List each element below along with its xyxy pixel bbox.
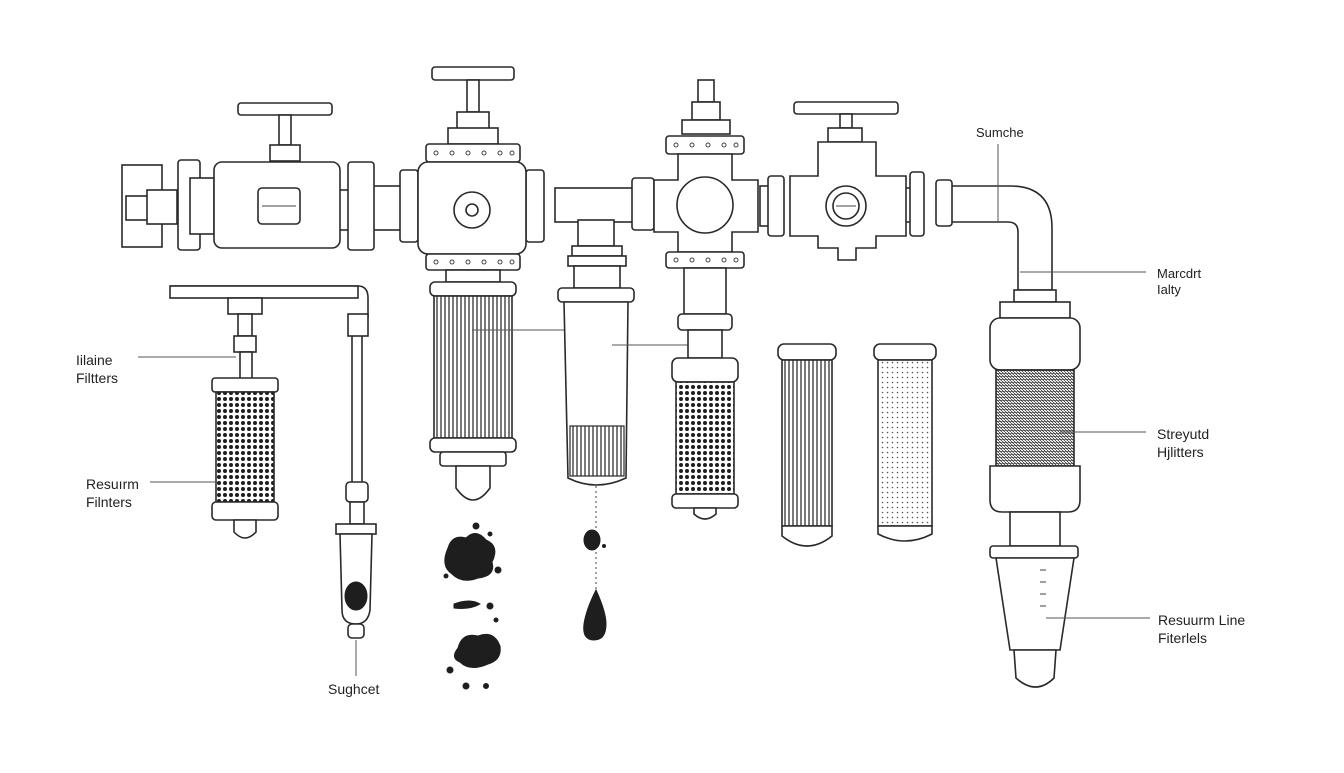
strainer-line-1: Streyutd	[1157, 426, 1210, 442]
spare-perforated-cartridge	[873, 343, 937, 542]
return-line-line-1: Resuurm Line	[1158, 612, 1246, 628]
inline-filter	[169, 285, 369, 539]
manifold-line-1: Marcdrt	[1157, 266, 1202, 281]
contaminant-spots	[443, 522, 607, 690]
gate-valve-2	[399, 66, 545, 271]
return-line-label: Resuurm Line Fiterlels	[1158, 611, 1245, 647]
callout-leaders	[138, 144, 1150, 619]
return-filters-line-2: Filnters	[86, 494, 132, 510]
sughcet-text: Sughcet	[328, 681, 380, 697]
inline-filters-line-1: Iilaine	[76, 352, 113, 368]
inline-filters-label: Iilaine Filtters	[76, 351, 118, 387]
sunche-label: Sumche	[976, 124, 1024, 142]
return-line-filter	[989, 289, 1081, 688]
mesh-strainer	[671, 267, 739, 520]
spare-pleated-cartridge	[777, 343, 837, 547]
gate-valve-4	[789, 101, 953, 261]
suction-wand	[335, 313, 377, 676]
manifold-label: Marcdrt Ialty	[1157, 266, 1201, 298]
sughcet-label: Sughcet	[328, 680, 379, 698]
strainer-line-2: Hjlitters	[1157, 444, 1204, 460]
return-line-line-2: Fiterlels	[1158, 630, 1208, 646]
sunche-text: Sumche	[976, 125, 1024, 140]
inline-filters-line-2: Filtters	[76, 370, 118, 386]
gate-valve-3	[631, 79, 785, 269]
gate-valve-1	[213, 102, 375, 251]
manifold-line-2: Ialty	[1157, 282, 1181, 297]
return-filters-line-1: Resuırm	[86, 476, 139, 492]
pleated-cartridge-filter	[429, 269, 566, 501]
bowl-filter	[557, 219, 690, 530]
strainer-label: Streyutd Hjlitters	[1157, 425, 1209, 461]
return-filters-label: Resuırm Filnters	[86, 475, 139, 511]
